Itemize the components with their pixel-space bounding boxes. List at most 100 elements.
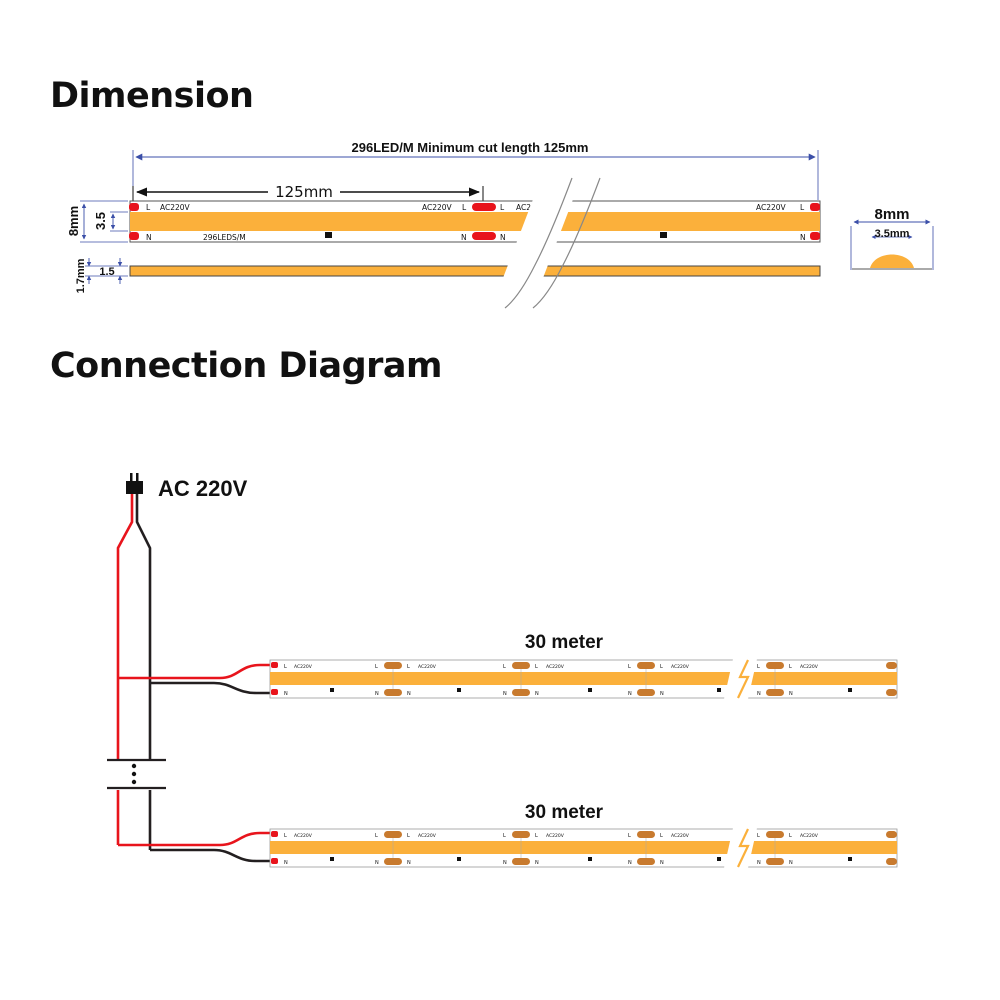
solder-pad [472,232,496,240]
strip-N-label: N [535,860,539,866]
strip-L-label: L [757,833,760,839]
strip-N-label: N [535,691,539,697]
connection-drawing: AC 220V 30 meter 30 meter L AC220V N L L AC22… [107,473,898,868]
driver-ic [330,857,334,861]
solder-pad [271,831,278,837]
strip-L-label: L [535,664,538,670]
strip-voltage-label: AC220V [671,664,690,670]
solder-pad [384,858,402,865]
driver-ic [848,688,852,692]
strip-voltage-label: AC220V [756,203,787,212]
driver-ic [588,857,592,861]
strip-voltage-label: AC220V [294,833,313,839]
driver-ic [457,857,461,861]
profile-led-width-label: 3.5mm [875,228,910,240]
solder-pad [512,662,530,669]
solder-pad [886,662,897,669]
solder-pad [384,689,402,696]
strip-N-label: N [146,233,152,242]
strip-N-label: N [503,691,507,697]
led-dome [870,254,914,268]
solder-pad [129,203,139,211]
red-wire [116,494,134,760]
solder-pad [271,662,278,668]
driver-ic [717,857,721,861]
thickness-inner-label: 1.5 [99,266,114,278]
strip-N-label: N [500,233,506,242]
solder-pad [766,858,784,865]
strip-voltage-label: AC220V [160,203,191,212]
solder-pad [384,662,402,669]
strip1-length-label: 30 meter [525,632,604,653]
break-gap [724,659,757,699]
strip-L-label: L [407,664,410,670]
continuation-dot [131,779,137,785]
solder-pad [637,858,655,865]
strip-N-label: N [375,691,379,697]
solder-pad [512,858,530,865]
inner-width-label: 3.5 [93,212,108,230]
break-gap [724,828,757,868]
solder-pad [886,831,897,838]
strip-L-label: L [757,664,760,670]
solder-pad [886,689,897,696]
strip-N-label: N [628,691,632,697]
solder-pad [810,203,820,211]
strip-N-label: N [284,691,288,697]
strip-profile: 8mm 3.5mm [850,206,934,270]
strip-N-label: N [284,860,288,866]
strip-L-label: L [660,664,663,670]
solder-pad [129,232,139,240]
led-line [130,212,820,231]
strip-side-view [129,265,821,277]
solder-pad [637,662,655,669]
strip-L-label: L [503,833,506,839]
solder-pad [472,203,496,211]
power-label: AC 220V [158,476,248,501]
strip-N-label: N [375,860,379,866]
cut-length-label: 125mm [275,183,333,201]
thickness-dimension: 1.7mm 1.5 [75,258,128,293]
strip-L-label: L [407,833,410,839]
red-wire [118,831,272,847]
strip2-length-label: 30 meter [525,802,604,823]
strip-voltage-label: AC220V [546,664,565,670]
profile-width-label: 8mm [874,206,909,223]
strip-N-label: N [503,860,507,866]
strip-L-label: L [789,664,792,670]
driver-ic [717,688,721,692]
strip-L-label: L [503,664,506,670]
strip-L-label: L [535,833,538,839]
black-wire [150,681,272,695]
top-dimension-label: 296LED/M Minimum cut length 125mm [352,140,589,155]
solder-pad [637,831,655,838]
strip-voltage-label: AC220V [294,664,313,670]
strip-N-label: N [757,691,761,697]
strip-N-label: N [407,691,411,697]
solder-pad [810,232,820,240]
strip-N-label: N [660,691,664,697]
strip-voltage-label: AC220V [422,203,453,212]
strip-L-label: L [628,833,631,839]
plug-icon [126,473,143,494]
width-dimension: 8mm 3.5 [66,200,128,243]
solder-pad [384,831,402,838]
solder-pad [271,858,278,864]
led-line [270,672,897,685]
solder-pad [637,689,655,696]
strip-voltage-label: AC220V [671,833,690,839]
strip-L-label: L [789,833,792,839]
strip-N-label: N [800,233,806,242]
thickness-label: 1.7mm [75,258,87,293]
strip-N-label: N [628,860,632,866]
strip-L-label: L [375,833,378,839]
strip-L-label: L [284,833,287,839]
strip-voltage-label: AC220V [418,664,437,670]
strip-L-label: L [375,664,378,670]
continuation-dot [131,771,137,777]
connection-diagram-heading: Connection Diagram [50,346,443,386]
strip-voltage-label: AC220V [800,833,819,839]
driver-ic [660,232,667,238]
